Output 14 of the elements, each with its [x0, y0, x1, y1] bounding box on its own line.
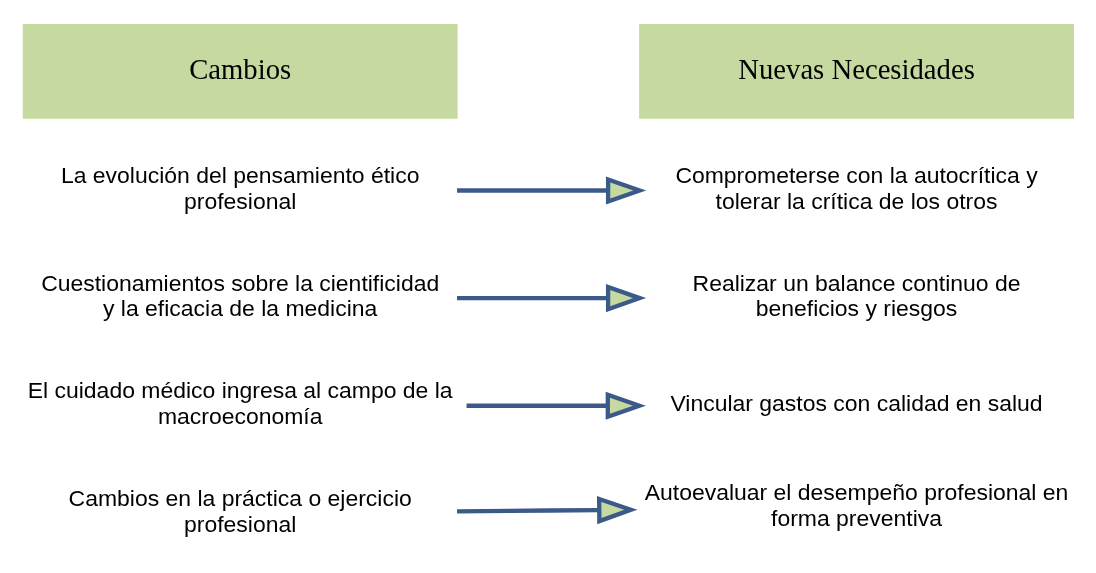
node-text: La evolución del pensamiento ético profesional	[60, 161, 420, 214]
node-text: Comprometerse con la autocrítica y tolerar la crítica de los otros	[675, 161, 1038, 214]
arrow	[457, 283, 647, 312]
arrow	[457, 495, 638, 524]
arrow	[457, 175, 647, 205]
node-text: Vincular gastos con calidad en salud	[670, 389, 1043, 416]
node-text: Realizar un balance continuo de beneficios y riesgos	[692, 269, 1021, 321]
node-text: Cuestionamientos sobre la cientificidad y la eficacia de la medicina	[41, 269, 440, 321]
node-box: Nuevas Necesidades	[639, 23, 1074, 119]
node-text: Autoevaluar el desempeño profesional en forma preventiva	[644, 478, 1069, 531]
node-text: El cuidado médico ingresa al campo de la macroeconomía	[27, 376, 453, 429]
node-box: Cambios	[22, 23, 458, 119]
node-text: Cambios en la práctica o ejercicio profesional	[68, 484, 412, 537]
arrow	[466, 391, 646, 420]
